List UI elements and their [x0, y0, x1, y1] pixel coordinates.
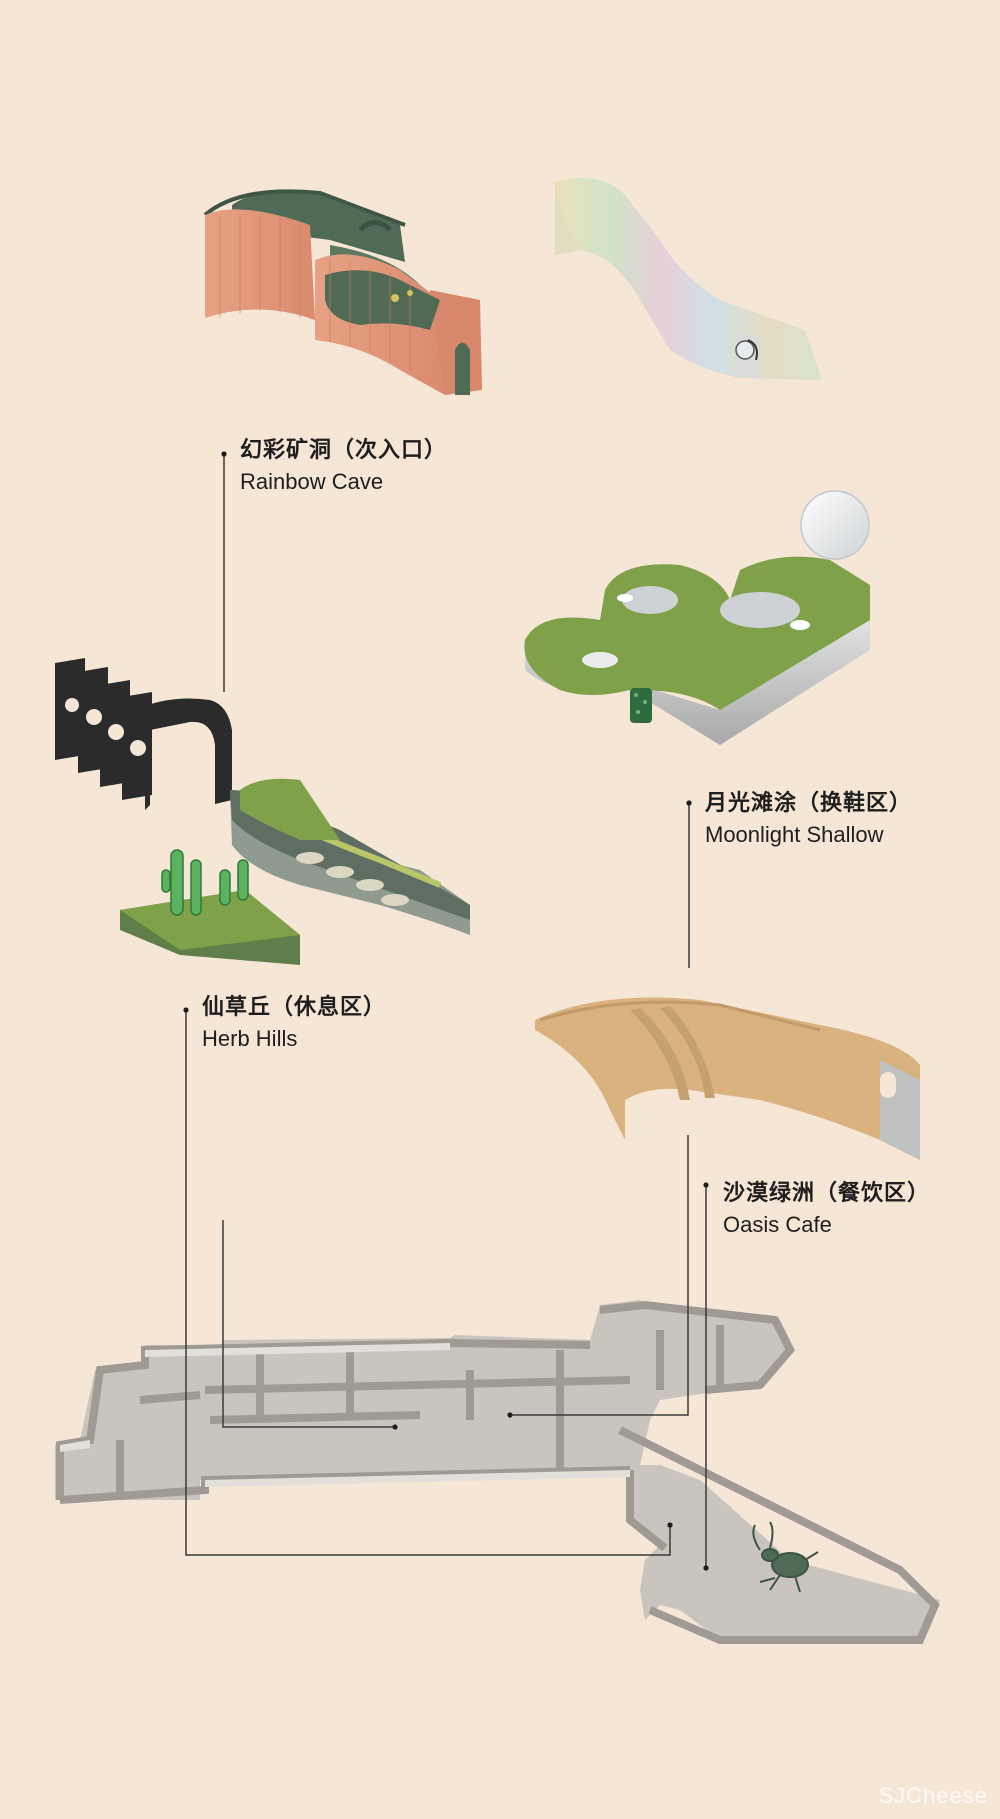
- oasis-cafe-zh: 沙漠绿洲（餐饮区）: [723, 1181, 931, 1206]
- oasis-cafe-en: Oasis Cafe: [723, 1212, 832, 1237]
- oasis-cafe-model: [535, 997, 920, 1160]
- leader-dots: [183, 451, 709, 1571]
- rainbow-cave-zh: 幻彩矿洞（次入口）: [240, 438, 448, 463]
- leader-lines: [185, 454, 707, 1568]
- beetle-icon: [752, 1521, 819, 1593]
- label-moonlight-shallow: 月光滩涂（换鞋区） Moonlight Shallow: [705, 789, 912, 851]
- watermark: SJCheese: [878, 1783, 988, 1808]
- moonlight-shallow-zh: 月光滩涂（换鞋区）: [705, 791, 913, 816]
- herb-hills-zh: 仙草丘（休息区）: [202, 995, 387, 1020]
- moonlight-shallow-en: Moonlight Shallow: [705, 822, 884, 847]
- herb-hills-en: Herb Hills: [202, 1026, 298, 1051]
- moonlight-shallow-model: [524, 490, 870, 745]
- rainbow-tunnel-model: [555, 178, 822, 380]
- label-rainbow-cave: 幻彩矿洞（次入口） Rainbow Cave: [240, 436, 447, 498]
- floor-plan-model: [55, 1300, 940, 1644]
- herb-hills-model: [55, 658, 470, 965]
- rainbow-cave-en: Rainbow Cave: [240, 469, 384, 494]
- label-herb-hills: 仙草丘（休息区） Herb Hills: [202, 993, 386, 1055]
- rainbow-cave-model: [203, 189, 482, 395]
- label-oasis-cafe: 沙漠绿洲（餐饮区） Oasis Cafe: [723, 1179, 930, 1241]
